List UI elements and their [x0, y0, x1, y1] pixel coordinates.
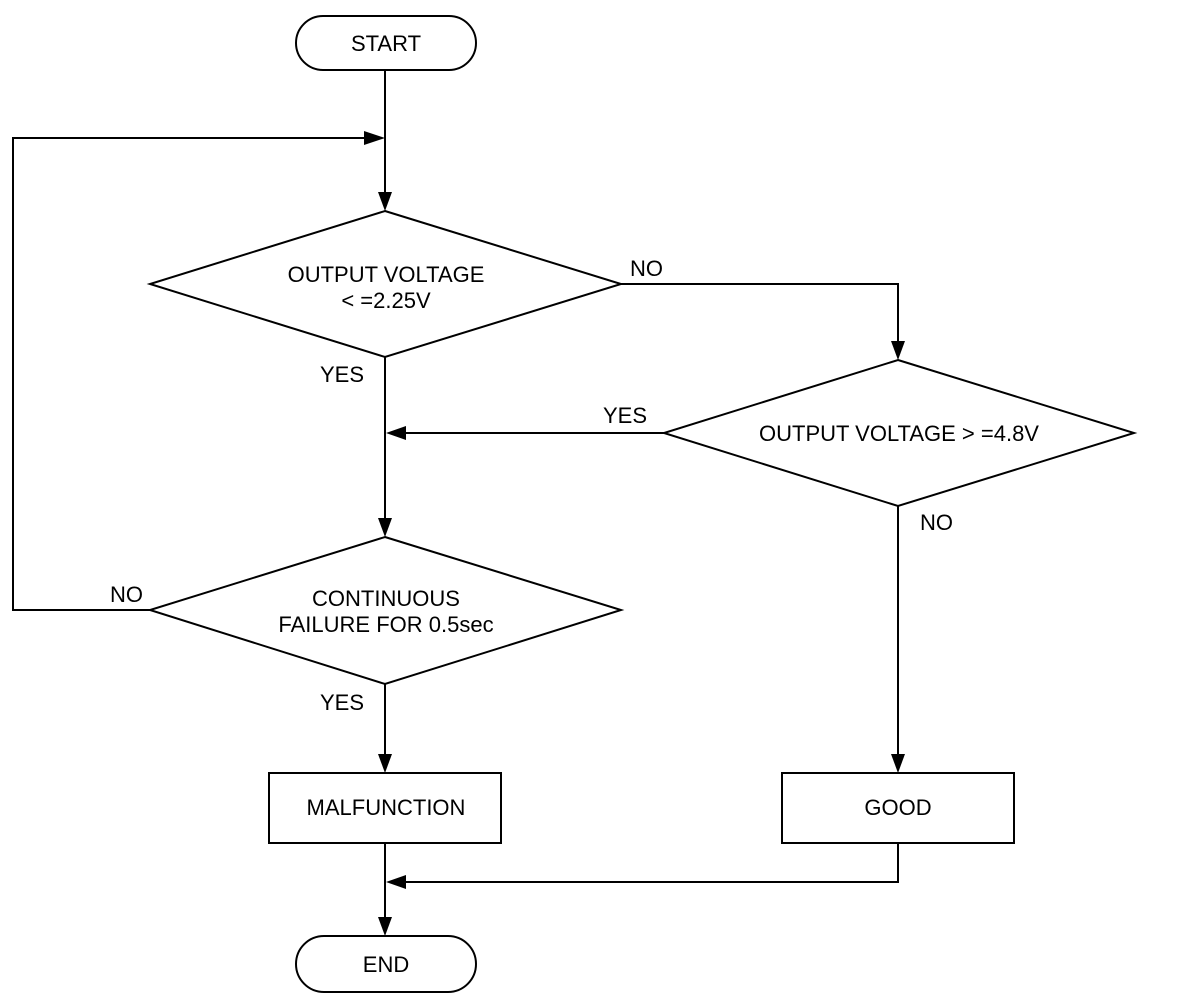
edge-label-continuous-yes: YES	[320, 690, 364, 715]
arrowhead-into-decision-low	[378, 192, 392, 211]
edge-label-high-no: NO	[920, 510, 953, 535]
decision-low-label-line2: < =2.25V	[341, 288, 431, 313]
arrowhead-loop-return	[364, 131, 385, 145]
decision-low-label-line1: OUTPUT VOLTAGE	[288, 262, 485, 287]
arrowhead-high-yes-join	[386, 426, 406, 440]
edge-label-low-yes: YES	[320, 362, 364, 387]
decision-continuous-label-line2: FAILURE FOR 0.5sec	[278, 612, 493, 637]
arrowhead-into-end	[378, 917, 392, 936]
arrowhead-into-decision-continuous	[378, 518, 392, 537]
start-label: START	[351, 31, 421, 56]
decision-continuous-label-line1: CONTINUOUS	[312, 586, 460, 611]
edge-label-high-yes: YES	[603, 403, 647, 428]
end-terminal	[295, 935, 477, 993]
arrowhead-into-decision-high	[891, 341, 905, 360]
edge-label-low-no: NO	[630, 256, 663, 281]
good-label: GOOD	[864, 795, 931, 820]
connector-continuous-no-loop	[12, 137, 364, 611]
malfunction-box	[268, 772, 502, 844]
connector-low-no-to-high	[621, 283, 899, 341]
end-label: END	[363, 952, 409, 977]
arrowhead-into-good	[891, 754, 905, 773]
connector-good-to-end	[406, 843, 899, 883]
arrowhead-good-join	[386, 875, 406, 889]
malfunction-label: MALFUNCTION	[307, 795, 466, 820]
edge-label-continuous-no: NO	[110, 582, 143, 607]
arrowhead-into-malfunction	[378, 754, 392, 773]
decision-high-label: OUTPUT VOLTAGE > =4.8V	[759, 421, 1039, 446]
